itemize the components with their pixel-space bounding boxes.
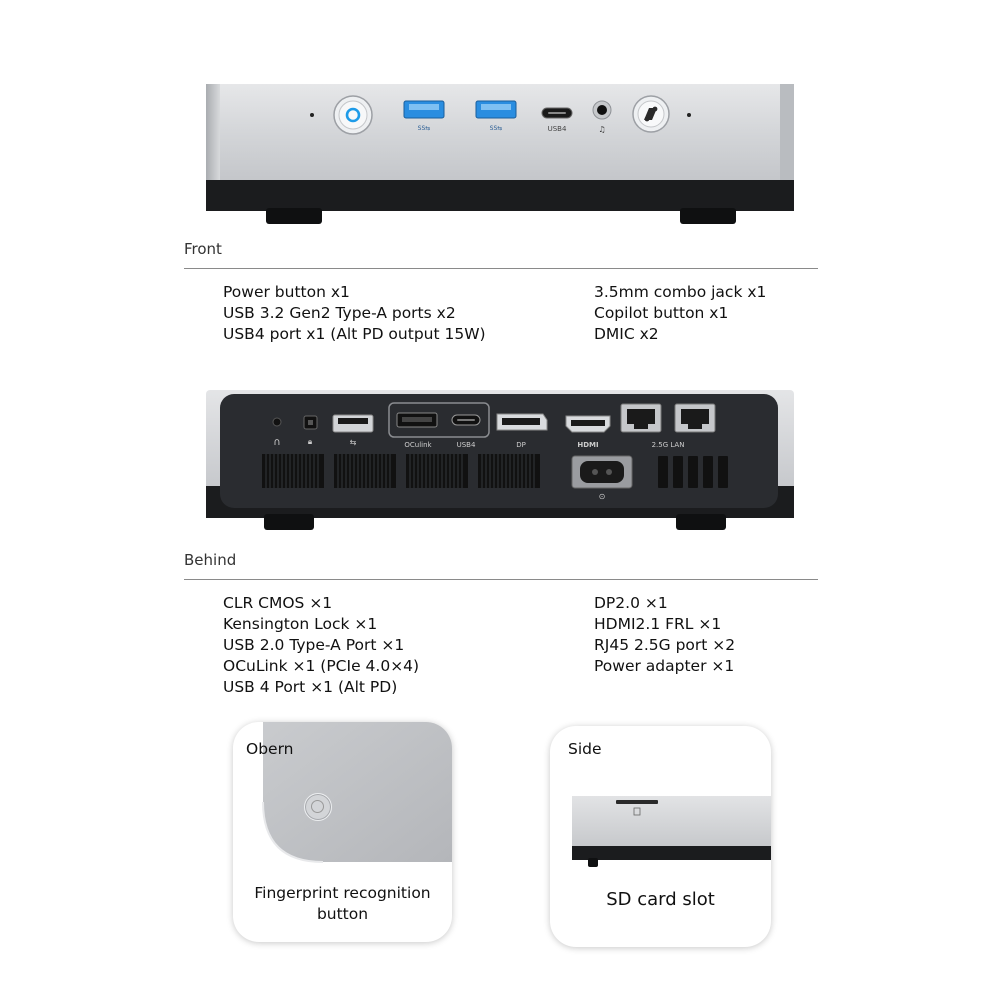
- usb4-rear-label: USB4: [457, 441, 476, 449]
- behind-section-label: Behind: [184, 551, 237, 569]
- spec-item: Copilot button x1: [594, 304, 729, 322]
- spec-item: OCuLink ×1 (PCIe 4.0×4): [223, 657, 420, 675]
- spec-item: Power adapter ×1: [594, 657, 735, 675]
- side-card-caption: SD card slot: [606, 889, 715, 910]
- hdmi-port[interactable]: [565, 415, 611, 433]
- usb4-rear-port[interactable]: [451, 414, 481, 426]
- svg-text:SS⇆: SS⇆: [418, 125, 431, 132]
- top-chassis-image: [262, 722, 452, 863]
- spec-item: Kensington Lock ×1: [223, 615, 378, 633]
- spec-item: DP2.0 ×1: [594, 594, 668, 612]
- spec-item: RJ45 2.5G port ×2: [594, 636, 736, 654]
- copilot-button[interactable]: [632, 95, 670, 133]
- front-device-image: SS⇆ SS⇆ USB4 ♫: [206, 84, 794, 224]
- fingerprint-button[interactable]: [304, 793, 332, 821]
- power-input-port[interactable]: [571, 455, 633, 489]
- front-divider: [184, 268, 818, 269]
- behind-specs-left: CLR CMOS ×1 Kensington Lock ×1 USB 2.0 T…: [223, 593, 419, 698]
- combo-audio-jack[interactable]: [592, 100, 612, 120]
- spec-item: Power button x1: [223, 283, 350, 301]
- lock-icon: 🔒︎: [308, 437, 312, 446]
- usb-icon: ⇆: [350, 438, 357, 447]
- top-view-card: Obern Fingerprint recognition button: [233, 722, 452, 942]
- clr-cmos-hole[interactable]: [272, 417, 282, 427]
- rj45-port-2[interactable]: [674, 403, 716, 433]
- dp-label: DP: [516, 441, 526, 449]
- spec-item: USB 3.2 Gen2 Type-A ports x2: [223, 304, 456, 322]
- dmic-left: [310, 113, 314, 117]
- spec-item: CLR CMOS ×1: [223, 594, 333, 612]
- front-specs-right: 3.5mm combo jack x1 Copilot button x1 DM…: [594, 282, 766, 345]
- spec-item: USB4 port x1 (Alt PD output 15W): [223, 325, 486, 343]
- kensington-lock-slot[interactable]: [303, 415, 318, 430]
- spec-item: 3.5mm combo jack x1: [594, 283, 767, 301]
- top-card-caption: Fingerprint recognition button: [254, 884, 431, 923]
- fingerprint-icon: [311, 800, 324, 813]
- behind-divider: [184, 579, 818, 580]
- back-device-image: ∩ 🔒︎ ⇆ OCulink USB4 DP HDMI: [206, 390, 794, 530]
- usb-a-port-1[interactable]: SS⇆: [403, 100, 445, 132]
- front-specs-left: Power button x1 USB 3.2 Gen2 Type-A port…: [223, 282, 486, 345]
- hdmi-label: HDMI: [577, 441, 598, 449]
- side-chassis-image: [572, 796, 771, 867]
- displayport-port[interactable]: [496, 413, 548, 431]
- side-vent-blocks: [658, 456, 728, 488]
- power-button[interactable]: [333, 95, 373, 135]
- spec-item: DMIC x2: [594, 325, 659, 343]
- front-section-label: Front: [184, 240, 222, 258]
- dmic-right: [687, 113, 691, 117]
- usb-a-port-2[interactable]: SS⇆: [475, 100, 517, 132]
- side-view-card: Side SD card slot: [550, 726, 771, 947]
- usb4-port[interactable]: [541, 107, 573, 119]
- oculink-label: OCulink: [404, 441, 432, 449]
- dc-in-icon: ⊙: [599, 492, 606, 501]
- spec-item: HDMI2.1 FRL ×1: [594, 615, 722, 633]
- headset-icon: ♫: [598, 125, 605, 134]
- lan-label: 2.5G LAN: [652, 441, 685, 449]
- svg-text:SS⇆: SS⇆: [490, 125, 503, 132]
- clr-cmos-icon: ∩: [273, 437, 280, 448]
- top-card-title: Obern: [246, 740, 294, 758]
- behind-specs-right: DP2.0 ×1 HDMI2.1 FRL ×1 RJ45 2.5G port ×…: [594, 593, 735, 677]
- rj45-port-1[interactable]: [620, 403, 662, 433]
- side-card-title: Side: [568, 740, 602, 758]
- oculink-port[interactable]: [396, 412, 438, 428]
- spec-item: USB 4 Port ×1 (Alt PD): [223, 678, 398, 696]
- sd-card-icon: [633, 807, 641, 816]
- spec-item: USB 2.0 Type-A Port ×1: [223, 636, 405, 654]
- usb2-port[interactable]: [332, 414, 374, 433]
- sd-card-slot[interactable]: [616, 800, 658, 804]
- usb4-port-label: USB4: [548, 125, 567, 133]
